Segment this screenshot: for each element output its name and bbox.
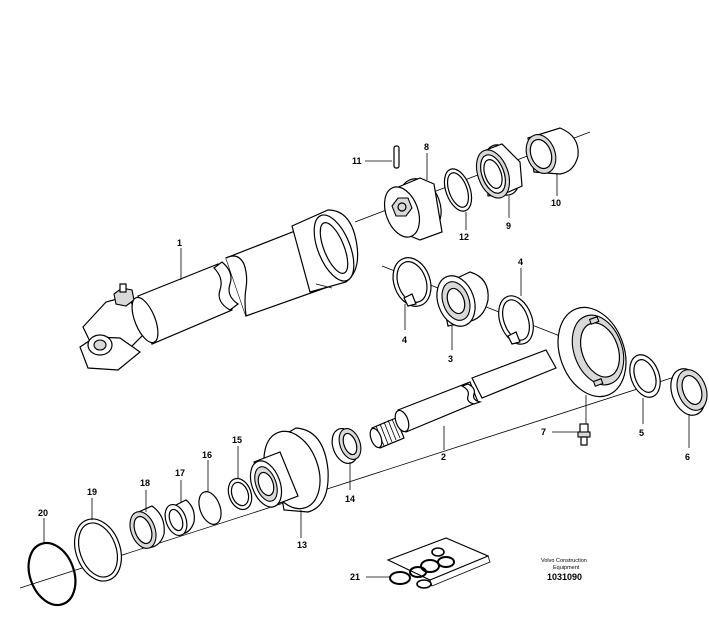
label-1: 1 [177, 238, 182, 248]
label-12: 12 [459, 232, 469, 242]
part-4-snap-ring-right [498, 295, 534, 345]
part-5-seal [629, 354, 661, 398]
part-11-pin [365, 145, 400, 169]
label-11: 11 [352, 156, 362, 166]
label-3: 3 [448, 354, 453, 364]
label-15: 15 [232, 435, 242, 445]
label-5: 5 [639, 428, 644, 438]
label-17: 17 [175, 468, 185, 478]
label-10: 10 [551, 198, 561, 208]
part-10-bushing [525, 127, 579, 175]
label-8: 8 [424, 142, 429, 152]
label-18: 18 [140, 478, 150, 488]
label-4a: 4 [402, 335, 407, 345]
label-9: 9 [506, 221, 511, 231]
label-20: 20 [38, 508, 48, 518]
part-7-grease-nipple [552, 395, 591, 446]
label-13: 13 [297, 540, 307, 550]
label-19: 19 [87, 487, 97, 497]
reference-number: 1031090 [547, 572, 582, 582]
part-1-cylinder-tube [79, 209, 359, 371]
label-2: 2 [441, 452, 446, 462]
label-4b: 4 [518, 257, 523, 267]
part-15-ring [227, 477, 253, 511]
label-6: 6 [685, 452, 690, 462]
part-9-guide-ring [475, 143, 523, 199]
part-16-snap-ring [198, 491, 222, 525]
leader-1-tail [315, 283, 333, 289]
part-3-spherical-bearing [436, 271, 489, 327]
label-7: 7 [541, 427, 546, 437]
part-21-seal-kit [366, 537, 491, 589]
part-2-piston-rod [369, 306, 627, 449]
part-4-snap-ring-left [392, 257, 432, 307]
part-8-piston-nut [383, 177, 443, 241]
label-14: 14 [345, 494, 355, 504]
caption-brand-line-2: Equipment [553, 565, 580, 571]
part-18-guide [129, 505, 165, 549]
part-13-cylinder-head [249, 427, 329, 513]
part-14-ring [331, 427, 362, 465]
part-12-ring [443, 168, 473, 212]
part-19-ring [74, 518, 122, 582]
caption-brand-line-1: Volvo Construction [541, 558, 587, 564]
label-21: 21 [350, 572, 360, 582]
label-16: 16 [202, 450, 212, 460]
part-6-seal [670, 368, 708, 416]
lower-axis-line [19, 371, 691, 589]
part-17-bushing [164, 499, 195, 537]
part-20-o-ring [27, 541, 77, 607]
